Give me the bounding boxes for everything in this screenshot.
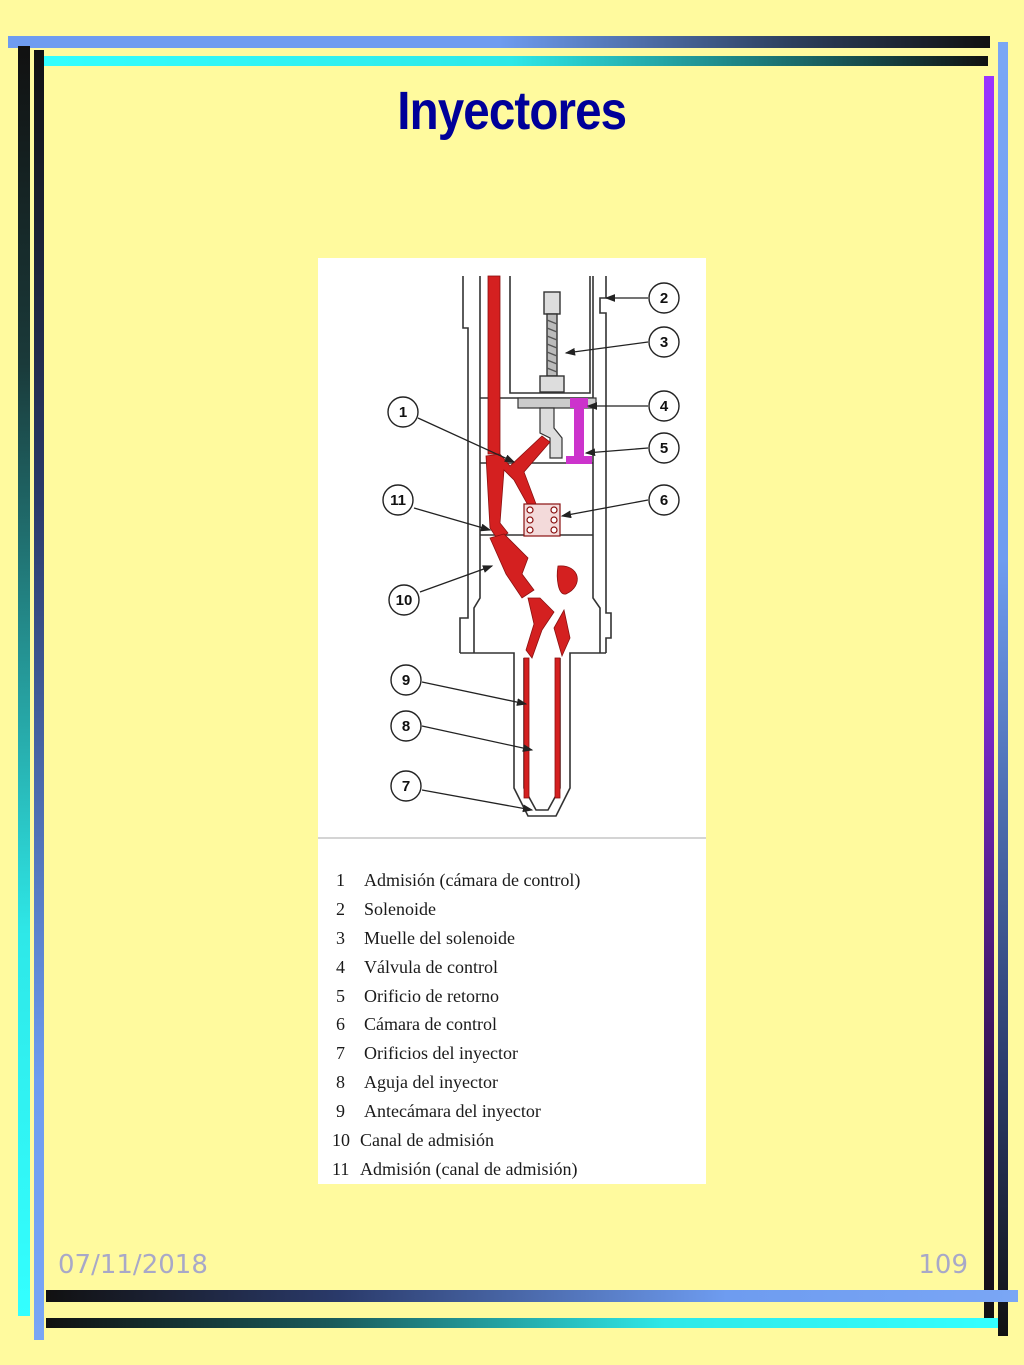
legend-text: Aguja del inyector — [364, 1072, 498, 1093]
frame-top-bar-inner — [34, 56, 988, 66]
callout-circle-3 — [648, 326, 680, 358]
callout-label-5: 5 — [660, 440, 668, 457]
legend-item: 5 Orificio de retorno — [332, 982, 702, 1011]
fuel-channel-icon — [485, 275, 578, 799]
legend-item: 7 Orificios del inyector — [332, 1039, 702, 1068]
callout-circle-9 — [390, 664, 422, 696]
legend-item: 9 Antecámara del inyector — [332, 1097, 702, 1126]
solenoid-spring-icon — [539, 291, 565, 393]
callout-circle-6 — [648, 484, 680, 516]
legend-text: Orificios del inyector — [364, 1043, 518, 1064]
legend-number: 9 — [336, 1101, 345, 1122]
frame-top-bar-outer — [8, 36, 990, 48]
frame-left-bar-inner — [34, 50, 44, 1340]
legend-number: 10 — [332, 1130, 350, 1151]
legend-item: 6 Cámara de control — [332, 1010, 702, 1039]
frame-bottom-bar-blue — [46, 1290, 1018, 1302]
legend-number: 8 — [336, 1072, 345, 1093]
footer-page-number: 109 — [918, 1250, 968, 1280]
callout-label-10: 10 — [396, 592, 413, 609]
callout-label-6: 6 — [660, 492, 668, 509]
callout-circle-1 — [387, 396, 419, 428]
legend-text: Cámara de control — [364, 1014, 497, 1035]
legend-text: Antecámara del inyector — [364, 1101, 541, 1122]
legend-number: 6 — [336, 1014, 345, 1035]
legend-number: 2 — [336, 898, 345, 919]
callout-circle-2 — [648, 282, 680, 314]
legend-number: 3 — [336, 927, 345, 948]
callout-label-11: 11 — [390, 492, 406, 509]
callout-label-2: 2 — [660, 290, 668, 307]
callout-label-7: 7 — [402, 778, 410, 795]
callout-circle-8 — [390, 710, 422, 742]
legend-item: 3 Muelle del solenoide — [332, 924, 702, 953]
legend-number: 1 — [336, 870, 345, 890]
callout-label-4: 4 — [660, 398, 669, 415]
frame-left-bar-outer — [18, 46, 30, 1316]
callout-circle-10 — [388, 584, 420, 616]
frame-bottom-bar-cyan — [46, 1318, 998, 1328]
legend-number: 7 — [336, 1043, 345, 1064]
legend-text: Muelle del solenoide — [364, 927, 515, 948]
legend-item: 4 Válvula de control — [332, 953, 702, 982]
frame-right-bar-purple — [984, 76, 994, 1322]
legend-number: 11 — [332, 1158, 350, 1179]
callout-label-1: 1 — [399, 404, 407, 421]
callout-circle-11 — [382, 484, 414, 516]
legend-item: 10 Canal de admisión — [332, 1126, 702, 1155]
legend-item: 11 Admisión (canal de admisión) — [332, 1155, 702, 1184]
legend-number: 4 — [336, 956, 345, 977]
callout-label-9: 9 — [402, 672, 410, 689]
callout-leaders — [413, 294, 649, 813]
legend-text: Orificio de retorno — [364, 985, 499, 1006]
injector-diagram: 2 3 4 5 6 1 11 10 9 8 7 — [318, 275, 706, 839]
legend-text: Admisión (cámara de control) — [364, 870, 581, 890]
callout-label-8: 8 — [402, 718, 410, 735]
callout-circle-4 — [648, 390, 680, 422]
legend-item: 1 Admisión (cámara de control) — [332, 866, 702, 895]
legend-item: 2 Solenoide — [332, 895, 702, 924]
control-chamber-icon — [523, 503, 561, 537]
legend-text: Canal de admisión — [360, 1130, 494, 1151]
callout-circle-7 — [390, 770, 422, 802]
legend-text: Solenoide — [364, 898, 436, 919]
legend-text: Admisión (canal de admisión) — [360, 1158, 578, 1179]
callout-circle-5 — [648, 432, 680, 464]
legend-item: 8 Aguja del inyector — [332, 1068, 702, 1097]
legend-text: Válvula de control — [364, 956, 498, 977]
slide-title: Inyectores — [397, 81, 627, 141]
legend-number: 5 — [336, 985, 345, 1006]
diagram-legend: 1 Admisión (cámara de control) 2 Solenoide… — [332, 866, 702, 1184]
footer-date: 07/11/2018 — [58, 1250, 208, 1280]
callout-label-3: 3 — [660, 334, 668, 351]
frame-right-bar-blue — [998, 42, 1008, 1336]
